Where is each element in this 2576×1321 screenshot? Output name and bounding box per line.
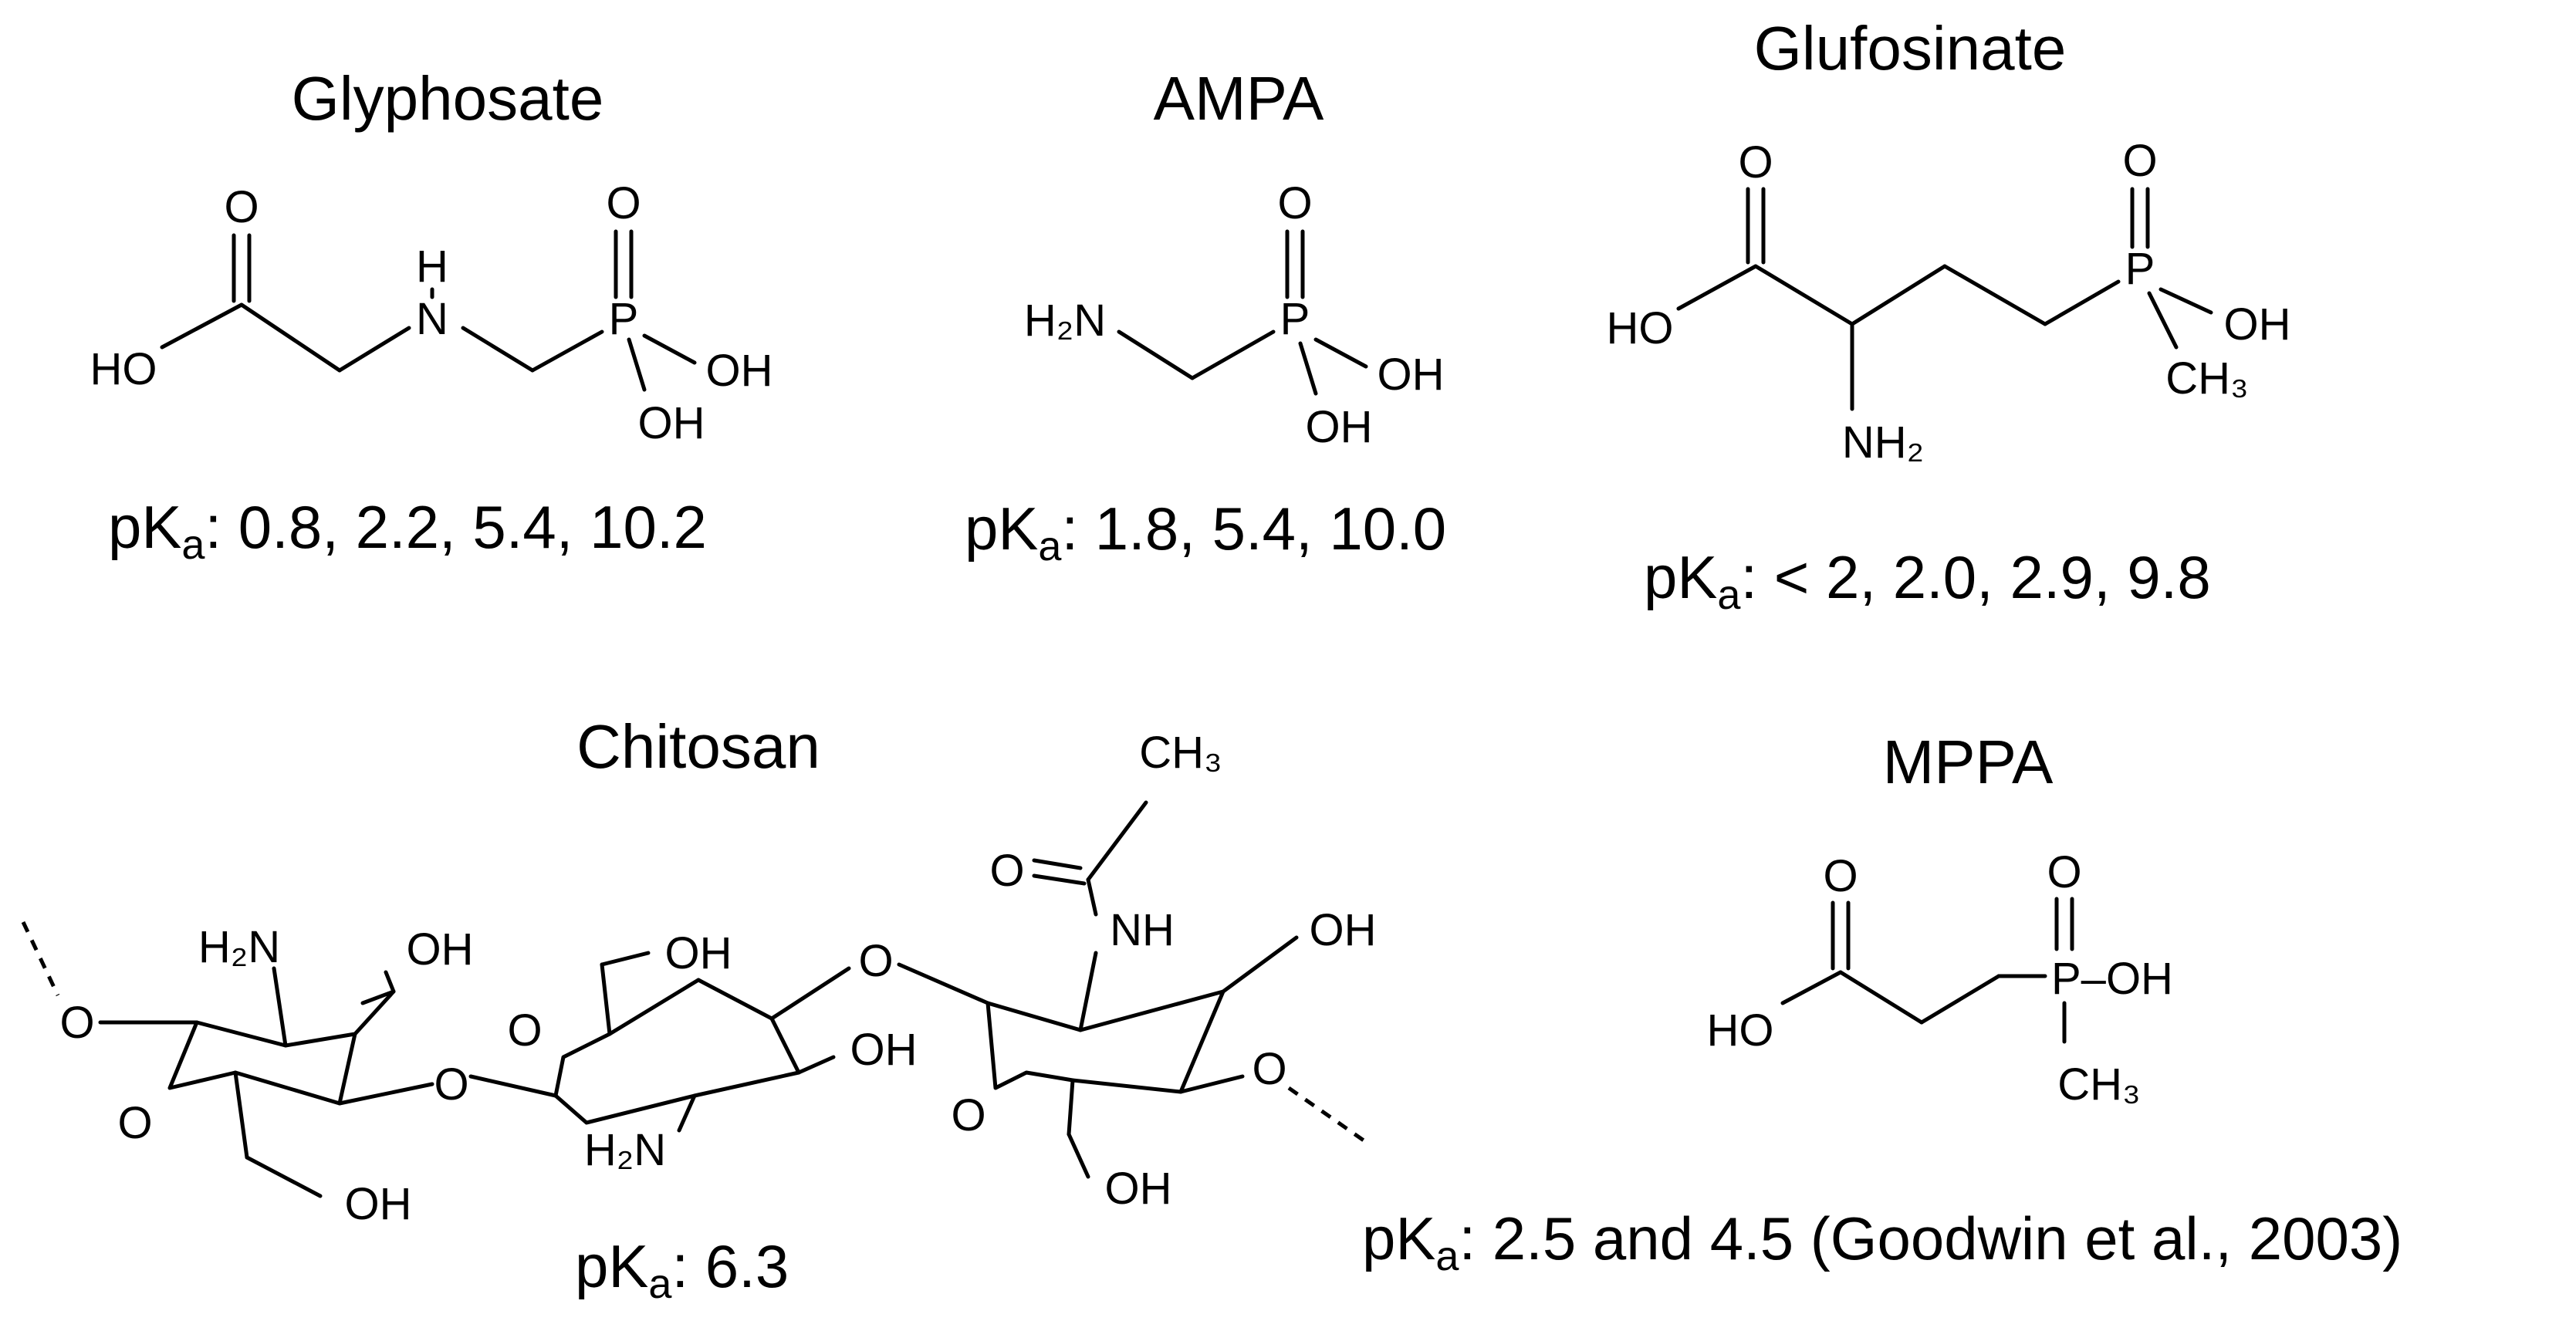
ampa-bonds <box>1117 229 1368 396</box>
glufosinate-atom-o-p: O <box>2122 136 2157 186</box>
ampa-pka: pKa: 1.8, 5.4, 10.0 <box>965 495 1446 569</box>
glyphosate-bonds <box>160 229 697 392</box>
chitosan-atom-oh-1: OH <box>407 924 474 975</box>
glufosinate-title: Glufosinate <box>1754 14 2067 83</box>
mppa-atom-o-p: O <box>2047 847 2081 897</box>
mppa-atom-p-oh: P–OH <box>2051 954 2173 1004</box>
glyphosate-pka: pKa: 0.8, 2.2, 5.4, 10.2 <box>108 493 707 568</box>
glufosinate-structure: Glufosinate O HO NH₂ <box>1607 14 2291 618</box>
mppa-title: MPPA <box>1883 728 2054 796</box>
glufosinate-atom-p: P <box>2125 244 2155 294</box>
glyphosate-atom-oh-bottom: OH <box>638 398 705 448</box>
ampa-atom-oh-bottom: OH <box>1306 402 1373 452</box>
chitosan-atom-nh: NH <box>1110 905 1175 955</box>
chitosan-bonds <box>21 800 1367 1198</box>
chitosan-atom-o-right: O <box>1252 1044 1286 1094</box>
mppa-atom-ho: HO <box>1707 1005 1774 1056</box>
chitosan-atom-oh-1b: OH <box>345 1179 412 1229</box>
chitosan-atom-oh-2a: OH <box>665 928 732 978</box>
glyphosate-atom-oh-right: OH <box>706 346 773 396</box>
glufosinate-atom-ho: HO <box>1607 303 1674 353</box>
chitosan-atom-o-left: O <box>59 998 94 1048</box>
chitosan-atom-o-ring-2: O <box>507 1005 542 1056</box>
mppa-structure: MPPA O HO P–OH O CH₃ pKa: 2.5 and 4.5 (G… <box>1362 728 2402 1279</box>
chitosan-structure: Chitosan <box>21 712 1377 1307</box>
ampa-atom-o-p: O <box>1277 178 1312 228</box>
ampa-title: AMPA <box>1154 64 1324 133</box>
glufosinate-bonds <box>1676 187 2213 411</box>
glyphosate-structure: Glyphosate O HO H N <box>90 64 773 568</box>
glyphosate-atom-o-p: O <box>606 178 641 228</box>
mppa-bonds <box>1780 897 2074 1044</box>
chitosan-atom-oh-3: OH <box>1310 905 1377 955</box>
chitosan-atom-o-ring-3: O <box>951 1090 985 1140</box>
glufosinate-atom-oh: OH <box>2224 299 2291 350</box>
ampa-atom-p: P <box>1280 294 1310 344</box>
glufosinate-pka: pKa: < 2, 2.0, 2.9, 9.8 <box>1644 543 2211 618</box>
mppa-atom-o: O <box>1823 851 1858 901</box>
chitosan-atom-o-link-1: O <box>434 1059 468 1110</box>
glyphosate-atom-h: H <box>416 242 448 292</box>
chitosan-atom-o-link-2: O <box>858 936 893 986</box>
chitosan-atom-ch3: CH₃ <box>1139 728 1222 778</box>
mppa-pka: pKa: 2.5 and 4.5 (Goodwin et al., 2003) <box>1362 1204 2402 1279</box>
glufosinate-atom-ch3: CH₃ <box>2165 353 2248 404</box>
glyphosate-atom-ho: HO <box>90 344 157 394</box>
glufosinate-atom-o: O <box>1738 137 1773 188</box>
chitosan-pka: pKa: 6.3 <box>575 1232 789 1307</box>
chitosan-atom-h2n-2: H₂N <box>584 1125 666 1175</box>
ampa-atom-oh-right: OH <box>1378 350 1445 400</box>
ampa-structure: AMPA H₂N P O OH OH pKa: 1.8, 5.4, 10.0 <box>965 64 1446 569</box>
chitosan-atom-oh-3b: OH <box>1105 1164 1172 1214</box>
glyphosate-atom-p: P <box>609 294 639 344</box>
ampa-atom-h2n: H₂N <box>1024 296 1106 346</box>
chitosan-atom-o-ring-1: O <box>117 1098 152 1148</box>
chitosan-atom-o-acetyl: O <box>989 846 1024 896</box>
glyphosate-atom-n: N <box>416 294 448 344</box>
chitosan-atom-h2n-1: H₂N <box>198 922 280 972</box>
glyphosate-title: Glyphosate <box>292 64 604 133</box>
chitosan-atom-oh-2b: OH <box>850 1025 918 1075</box>
glufosinate-atom-nh2: NH₂ <box>1842 417 1924 468</box>
mppa-atom-ch3: CH₃ <box>2057 1059 2140 1110</box>
glyphosate-atom-o: O <box>224 182 259 232</box>
chitosan-title: Chitosan <box>576 712 820 781</box>
